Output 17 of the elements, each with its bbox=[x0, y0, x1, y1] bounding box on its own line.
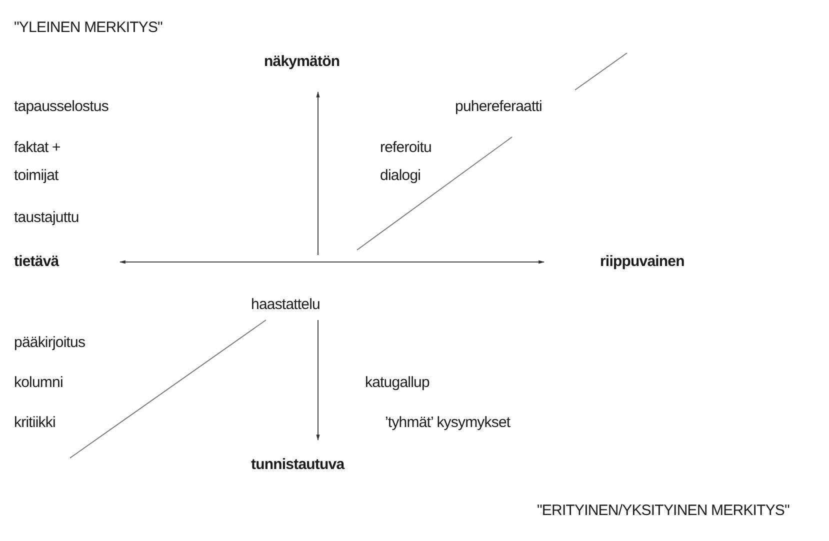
category-label: pääkirjoitus bbox=[14, 333, 86, 353]
category-label: ’tyhmät’ kysymykset bbox=[385, 413, 512, 433]
category-label: "ERITYINEN/YKSITYINEN MERKITYS" bbox=[537, 501, 790, 521]
category-label: kritiikki bbox=[14, 413, 56, 433]
axis-label: riippuvainen bbox=[600, 252, 686, 272]
category-label: taustajuttu bbox=[14, 208, 80, 228]
category-label: puhereferaatti bbox=[455, 97, 543, 117]
axis-label: näkymätön bbox=[264, 52, 341, 72]
category-label: referoitu dialogi bbox=[380, 138, 432, 186]
category-label: kolumni bbox=[14, 373, 64, 393]
axis-label: tietävä bbox=[14, 252, 60, 272]
axis-label: tunnistautuva bbox=[251, 455, 346, 475]
category-label: "YLEINEN MERKITYS" bbox=[14, 18, 164, 38]
category-label: haastattelu bbox=[251, 295, 321, 315]
category-label: tapausselostus bbox=[14, 97, 110, 117]
category-label: katugallup bbox=[365, 373, 430, 393]
category-label: faktat + toimijat bbox=[14, 138, 62, 186]
